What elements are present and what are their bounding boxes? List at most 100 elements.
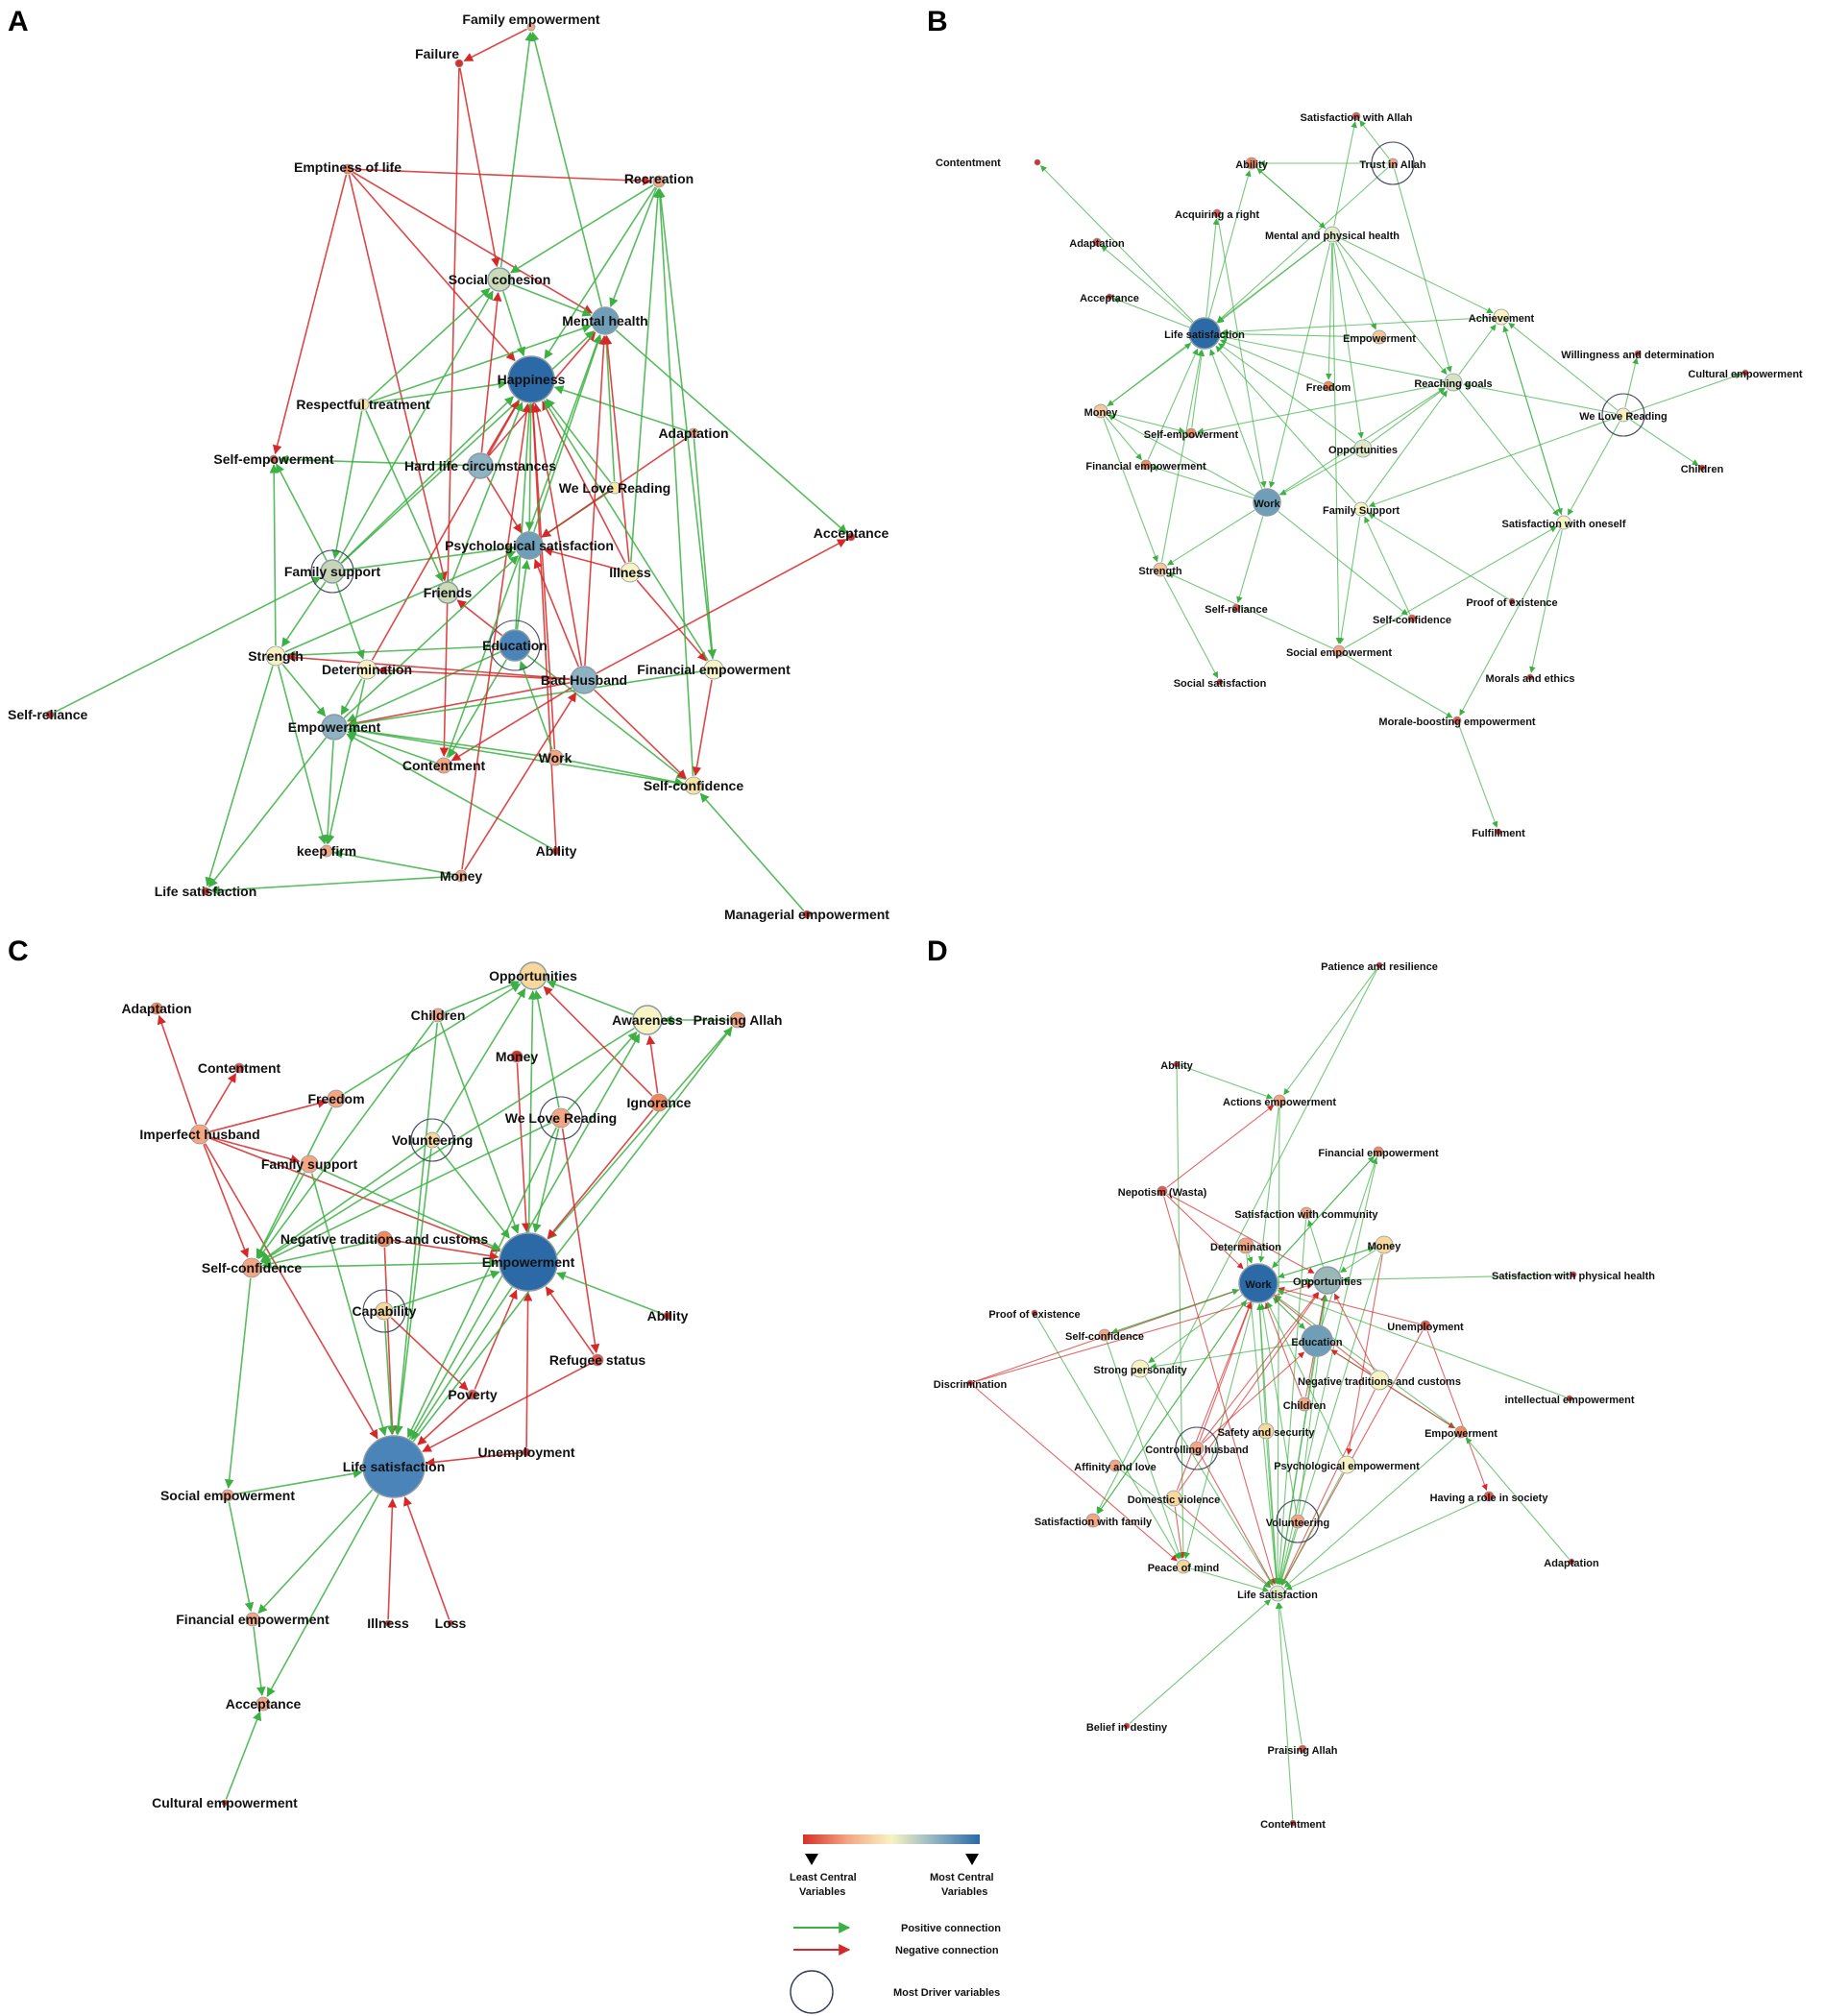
node-label-morals-and-ethics: Morals and ethics [1486,673,1575,685]
edge-negative [528,402,556,750]
edge-positive [1365,390,1448,503]
edge-positive [276,463,328,561]
node-label-mental-health: Mental health [562,313,647,328]
node-label-satisfaction-with-community: Satisfaction with community [1234,1209,1378,1221]
node-social-empowerment [221,1489,234,1502]
node-label-reaching-goals: Reaching goals [1414,378,1492,390]
edge-negative [390,1317,469,1391]
edge-positive [1307,1219,1325,1267]
node-label-life-satisfaction: Life satisfaction [155,884,257,899]
node-label-imperfect-husband: Imperfect husband [139,1127,259,1142]
edge-positive [1458,724,1498,828]
edge-negative [1278,1286,1421,1325]
node-label-refugee-status: Refugee status [549,1352,646,1368]
edge-positive [1333,121,1357,227]
node-unemployment [1420,1320,1431,1331]
node-label-psychological-satisfaction: Psychological satisfaction [445,538,614,553]
node-bad-husband [570,666,598,694]
node-label-negative-traditions-and-customs: Negative traditions and customs [1298,1376,1461,1388]
driver-ring-trust-in-allah [1371,141,1415,185]
edge-negative [1388,1385,1455,1429]
node-label-empowerment: Empowerment [1424,1428,1497,1440]
node-children [1297,1397,1312,1412]
node-label-life-satisfaction: Life satisfaction [1164,329,1245,341]
node-label-social-cohesion: Social cohesion [449,272,551,287]
node-label-empowerment: Empowerment [288,719,381,735]
node-label-achievement: Achievement [1469,313,1535,325]
node-label-capability: Capability [353,1303,417,1319]
edge-positive [1344,654,1453,718]
node-label-children: Children [1283,1400,1327,1412]
node-label-strong-personality: Strong personality [1093,1365,1187,1376]
node-label-freedom: Freedom [1306,382,1351,394]
node-label-work: Work [1245,1279,1272,1291]
edge-negative [459,67,500,268]
edge-positive [563,759,685,787]
edge-positive [383,1320,397,1436]
node-negative-traditions-and-customs [1369,1370,1390,1391]
centrality-gradient-bar [803,1834,980,1844]
edge-positive [210,875,455,895]
node-managerial-empowerment [802,910,812,919]
edge-positive [266,1494,379,1697]
node-label-bad-husband: Bad Husband [541,672,627,688]
edge-positive [1283,967,1378,1096]
edge-positive [510,184,654,274]
node-imperfect-husband [189,1124,210,1145]
node-financial-empowerment [1140,459,1152,471]
edge-positive [436,1146,510,1239]
edge-positive [533,334,602,533]
node-label-contentment: Contentment [402,758,486,773]
node-opportunities [1313,1266,1342,1295]
edge-positive [1368,513,1509,600]
edge-negative [636,579,707,662]
node-reaching-goals [1444,373,1463,392]
edge-positive [693,438,718,659]
edge-positive [1465,1437,1570,1560]
node-keep-firm [320,844,333,858]
edge-positive [1152,465,1254,499]
edge-positive [1197,383,1445,434]
edge-positive [347,730,436,764]
edge-negative [439,67,460,757]
edge-positive [205,666,274,887]
node-ignorance [649,1093,669,1112]
node-life-satisfaction [1188,317,1221,350]
edge-positive [369,379,508,404]
node-label-self-empowerment: Self-empowerment [213,451,334,467]
edge-positive [1267,1301,1344,1457]
node-label-life-satisfaction: Life satisfaction [1237,1590,1318,1601]
node-money [454,869,468,883]
edge-positive [1221,334,1445,381]
edge-negative [516,1062,531,1233]
node-social-empowerment [1332,644,1346,658]
edge-positive [1258,1302,1280,1585]
node-label-contentment: Contentment [198,1060,281,1076]
edge-positive [325,679,366,845]
node-self-confidence [1407,614,1417,623]
node-recreation [652,175,666,188]
edge-positive [1281,1472,1343,1586]
node-work [1253,488,1281,517]
node-controlling-husband [1189,1441,1205,1456]
node-failure [454,59,464,68]
least-central-label: Least Central [790,1872,857,1883]
node-label-proof-of-existence: Proof of existence [1466,597,1557,609]
node-social-satisfaction [1216,678,1224,686]
edge-positive [1335,241,1376,330]
edge-negative [1165,1194,1244,1270]
node-label-determination: Determination [322,662,412,677]
node-adaptation [688,427,699,439]
node-satisfaction-with-allah [1351,111,1361,121]
node-strong-personality [1131,1359,1150,1378]
edge-positive [1277,1356,1315,1585]
node-label-emptiness-of-life: Emptiness of life [294,159,402,175]
node-label-life-satisfaction: Life satisfaction [343,1459,446,1474]
negative-connection-label: Negative connection [895,1945,999,1956]
node-ability [663,1311,672,1321]
edge-negative [203,1144,250,1258]
edge-positive [515,403,534,630]
node-we-love-reading [1616,407,1631,423]
node-label-work: Work [539,750,572,765]
node-education [1301,1324,1333,1357]
